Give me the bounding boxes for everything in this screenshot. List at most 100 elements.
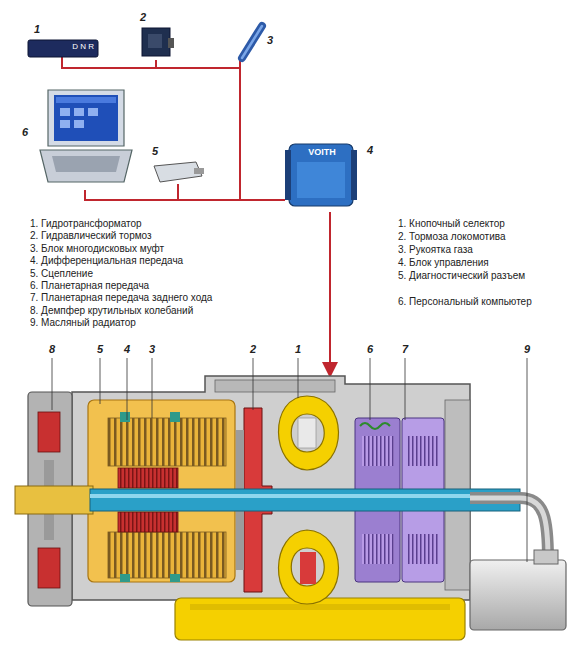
leader-line [52,358,527,562]
device-icon: 3 [236,20,270,60]
device-drawing [88,108,98,116]
legend-item: 5. Сцепление [30,268,273,280]
torque-converter [278,530,338,604]
callout-number: 8 [44,343,60,355]
device-drawing [56,97,116,103]
housing [215,380,335,392]
legend-item: 8. Демпфер крутильных колебаний [30,305,273,317]
device-drawing [60,120,70,128]
leader-line [253,358,254,410]
legend-item: 7. Планетарная передача заднего хода [30,292,273,304]
device-icon: 5 [150,160,206,184]
main-shaft [90,494,520,498]
device-drawing [242,26,262,58]
torsional-damper [38,412,60,452]
leader-line [152,358,153,418]
callout-number: 5 [152,145,158,157]
legend-item: 9. Масляный радиатор [30,317,273,329]
clutch-block [120,574,130,582]
signal-wire [178,184,285,200]
callout-number: 1 [290,343,306,355]
device-drawing [142,28,170,56]
differential-gear [118,468,178,488]
callout-number: 4 [119,343,135,355]
device-drawing [297,162,345,198]
clutch-block [170,412,180,422]
differential-gear [118,512,178,532]
callout-number: 9 [519,343,535,355]
device-drawing [168,38,174,48]
reverse-planetary-gear [408,436,438,466]
legend-item: 6. Планетарная передача [30,280,273,292]
reverse-planetary-gear [408,534,438,564]
leader-line [405,358,406,420]
oil-cooler [534,550,558,564]
clutch-block [108,532,226,578]
device-drawing [74,108,84,116]
callout-number: 5 [92,343,108,355]
device-drawing [60,108,70,116]
device-icon: 4VOITH [285,140,359,210]
device-drawing [242,26,262,58]
oil-pan [190,604,450,610]
signal-wire [240,60,285,200]
legend-item: 3. Рукоятка газа [398,244,543,256]
callout-number: 1 [34,23,40,35]
device-drawing [60,108,98,128]
main-shaft [90,489,520,511]
signal-wire [240,60,285,200]
signal-wire [85,190,285,200]
device-icon: 2 [138,26,174,60]
legend-item: 5. Диагностический разъем [398,270,543,282]
oil-pan [175,598,465,640]
signal-wire [178,184,285,200]
oil-cooler [470,560,566,630]
signal-arrow [329,212,331,374]
device-drawing [48,90,124,146]
device-drawing [74,120,84,128]
leader-line [52,358,53,410]
legend-item: 1. Гидротрансформатор [30,218,273,230]
torsional-damper [38,548,60,588]
main-shaft [15,486,520,514]
torque-converter [300,552,316,584]
device-drawing [194,168,204,174]
device-drawing [40,150,132,182]
leader-line [370,358,371,420]
device-drawing [52,156,120,172]
planetary-gear [362,534,394,564]
callout-number: 3 [144,343,160,355]
leader-line [127,358,128,420]
legend-item: 3. Блок многодисковых муфт [30,243,273,255]
legend-item: 2. Гидравлический тормоз [30,230,273,242]
legend-item: 6. Персональный компьютер [398,296,543,308]
device-drawing [351,150,357,200]
device-drawing [148,34,162,48]
legend-item: 2. Тормоза локомотива [398,231,543,243]
signal-arrow [330,212,331,374]
torque-converter [278,396,338,470]
planetary-gear [360,423,390,429]
device-drawing [236,20,270,60]
legend-item: 1. Кнопочный селектор [398,218,543,230]
callout-number: 6 [22,126,28,138]
device-icon: 6 [38,86,134,190]
main-shaft [15,486,93,514]
device-drawing [138,26,174,60]
leader-line [100,358,101,404]
callout-number: 3 [267,34,273,46]
device-marking: VOITH [285,148,359,158]
leader-line [527,358,528,562]
device-drawing [150,160,206,184]
housing [72,376,470,600]
clutch-block [120,412,130,422]
device-drawing [285,150,291,200]
callout-number: 7 [397,343,413,355]
callout-number: 2 [245,343,261,355]
device-drawing [38,86,134,190]
planetary-gear [362,436,394,466]
callout-number: 4 [367,144,373,156]
device-marking: D N R [28,43,98,52]
signal-wire [85,190,285,200]
clutch-block [108,418,226,466]
